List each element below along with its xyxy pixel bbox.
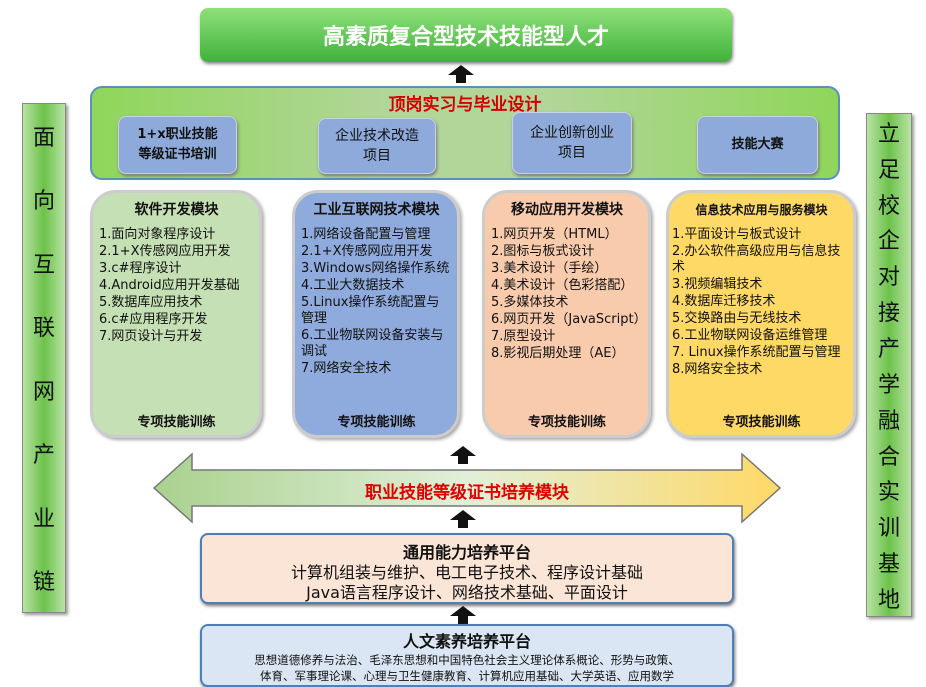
- goal-banner: 高素质复合型技术技能型人才: [200, 8, 732, 62]
- side-char: 网: [32, 379, 55, 405]
- cert-module-label: 职业技能等级证书培养模块: [365, 483, 569, 503]
- side-char: 融: [877, 408, 900, 434]
- side-char: 地: [877, 587, 900, 613]
- module-item: 2.1+X传感网应用开发: [99, 244, 231, 259]
- module-item: 3.美术设计（手绘）: [491, 261, 608, 276]
- humanities-line: 体育、军事理论课、心理与卫生健康教育、计算机应用基础、大学英语、应用数学: [260, 669, 674, 683]
- module-footer: 专项技能训练: [337, 415, 416, 430]
- side-char: 足: [877, 157, 900, 183]
- module-item: 1.网络设备配置与管理: [301, 227, 431, 242]
- side-char: 联: [32, 316, 55, 342]
- module-item: 2.图标与板式设计: [491, 244, 595, 259]
- side-char: 向: [32, 189, 55, 215]
- humanities-line: 思想道德修养与法治、毛泽东思想和中国特色社会主义理论体系概论、形势与政策、: [254, 653, 680, 667]
- module-title: 信息技术应用与服务模块: [695, 203, 828, 217]
- module-item: 4.美术设计（色彩搭配）: [491, 278, 634, 293]
- side-char: 训: [877, 516, 900, 542]
- side-char: 立: [877, 121, 900, 147]
- up-arrow-icon: [450, 606, 476, 624]
- side-char: 链: [32, 570, 55, 596]
- humanities-platform: 人文素养培养平台 思想道德修养与法治、毛泽东思想和中国特色社会主义理论体系概论、…: [200, 624, 734, 687]
- module-item: 1.面向对象程序设计: [99, 227, 216, 242]
- module-item: 7. Linux操作系统配置与管理: [672, 345, 841, 360]
- module-footer: 专项技能训练: [722, 415, 801, 430]
- side-char: 互: [32, 252, 55, 278]
- side-char: 基: [877, 552, 900, 578]
- module-item: 8.影视后期处理（AE）: [491, 346, 625, 361]
- side-char: 学: [877, 372, 900, 398]
- module-item: 1.网页开发（HTML）: [491, 227, 618, 242]
- left-side-banner: 面向互联网产业链: [22, 103, 66, 613]
- general-title: 通用能力培养平台: [402, 543, 531, 562]
- right-side-banner: 立足校企对接产学融合实训基地: [866, 113, 912, 617]
- side-char: 对: [877, 265, 900, 291]
- side-char: 面: [32, 125, 55, 151]
- up-arrow-icon: [450, 446, 476, 464]
- general-platform: 通用能力培养平台 计算机组装与维护、电工电子技术、程序设计基础 Java语言程序…: [200, 533, 734, 604]
- module-item: 7.原型设计: [491, 329, 556, 344]
- side-char: 产: [877, 336, 900, 362]
- module-software: 软件开发模块 1.面向对象程序设计 2.1+X传感网应用开发 3.c#程序设计 4.A…: [90, 190, 262, 438]
- module-item: 8.网络安全技术: [672, 362, 763, 377]
- module-item: 3.视频编辑技术: [672, 277, 763, 292]
- module-item: 4.工业大数据技术: [301, 278, 405, 293]
- module-item: 2.1+X传感网应用开发: [301, 244, 433, 259]
- module-item: 5.Linux操作系统配置与管理: [301, 295, 440, 326]
- module-item: 5.交换路由与无线技术: [672, 311, 802, 326]
- double-arrow-cert-module: [152, 452, 782, 524]
- module-item: 3.c#程序设计: [99, 261, 182, 276]
- module-item: 7.网络安全技术: [301, 361, 392, 376]
- module-title: 工业互联网技术模块: [313, 202, 440, 218]
- side-char: 实: [877, 480, 900, 506]
- general-line: 计算机组装与维护、电工电子技术、程序设计基础: [290, 563, 643, 582]
- general-line: Java语言程序设计、网络技术基础、平面设计: [306, 583, 628, 602]
- practice-frame: 顶岗实习与毕业设计 1+x职业技能等级证书培训 企业技术改造项目 企业创新创业项…: [90, 86, 840, 180]
- module-item: 6.工业物联网设备安装与调试: [301, 328, 444, 359]
- practice-item-innovation: 企业创新创业项目: [512, 112, 632, 174]
- side-char: 企: [877, 229, 900, 255]
- module-item: 6.工业物联网设备运维管理: [672, 328, 828, 343]
- practice-item-contest: 技能大赛: [697, 116, 818, 174]
- module-item: 5.数据库应用技术: [99, 295, 203, 310]
- module-item: 7.网页设计与开发: [99, 329, 203, 344]
- module-item: 2.办公软件高级应用与信息技术: [672, 244, 841, 275]
- practice-item-cert: 1+x职业技能等级证书培训: [118, 116, 237, 174]
- module-item: 6.网页开发（JavaScript）: [491, 312, 647, 327]
- module-info-services: 信息技术应用与服务模块 1.平面设计与板式设计 2.办公软件高级应用与信息技术 3.…: [666, 190, 856, 438]
- module-item: 1.平面设计与板式设计: [672, 227, 802, 242]
- module-item: 4.Android应用开发基础: [99, 278, 240, 293]
- up-arrow-icon: [450, 510, 476, 528]
- module-title: 移动应用开发模块: [511, 202, 623, 218]
- side-char: 业: [32, 506, 55, 532]
- module-footer: 专项技能训练: [527, 415, 606, 430]
- practice-title: 顶岗实习与毕业设计: [388, 95, 542, 115]
- practice-item-tech-upgrade: 企业技术改造项目: [318, 118, 436, 174]
- module-item: 3.Windows网络操作系统: [301, 261, 450, 276]
- up-arrow-icon: [448, 65, 474, 83]
- module-footer: 专项技能训练: [137, 415, 216, 430]
- module-item: 6.c#应用程序开发: [99, 312, 208, 327]
- side-char: 合: [877, 444, 900, 470]
- module-title: 软件开发模块: [134, 202, 219, 218]
- module-item: 5.多媒体技术: [491, 295, 569, 310]
- side-char: 接: [877, 301, 900, 327]
- humanities-title: 人文素养培养平台: [402, 632, 531, 651]
- module-mobile: 移动应用开发模块 1.网页开发（HTML） 2.图标与板式设计 3.美术设计（手绘）…: [482, 190, 651, 438]
- side-char: 产: [32, 443, 55, 469]
- side-char: 校: [877, 193, 900, 219]
- module-item: 4.数据库迁移技术: [672, 294, 776, 309]
- module-industrial-internet: 工业互联网技术模块 1.网络设备配置与管理 2.1+X传感网应用开发 3.Windo…: [292, 190, 460, 438]
